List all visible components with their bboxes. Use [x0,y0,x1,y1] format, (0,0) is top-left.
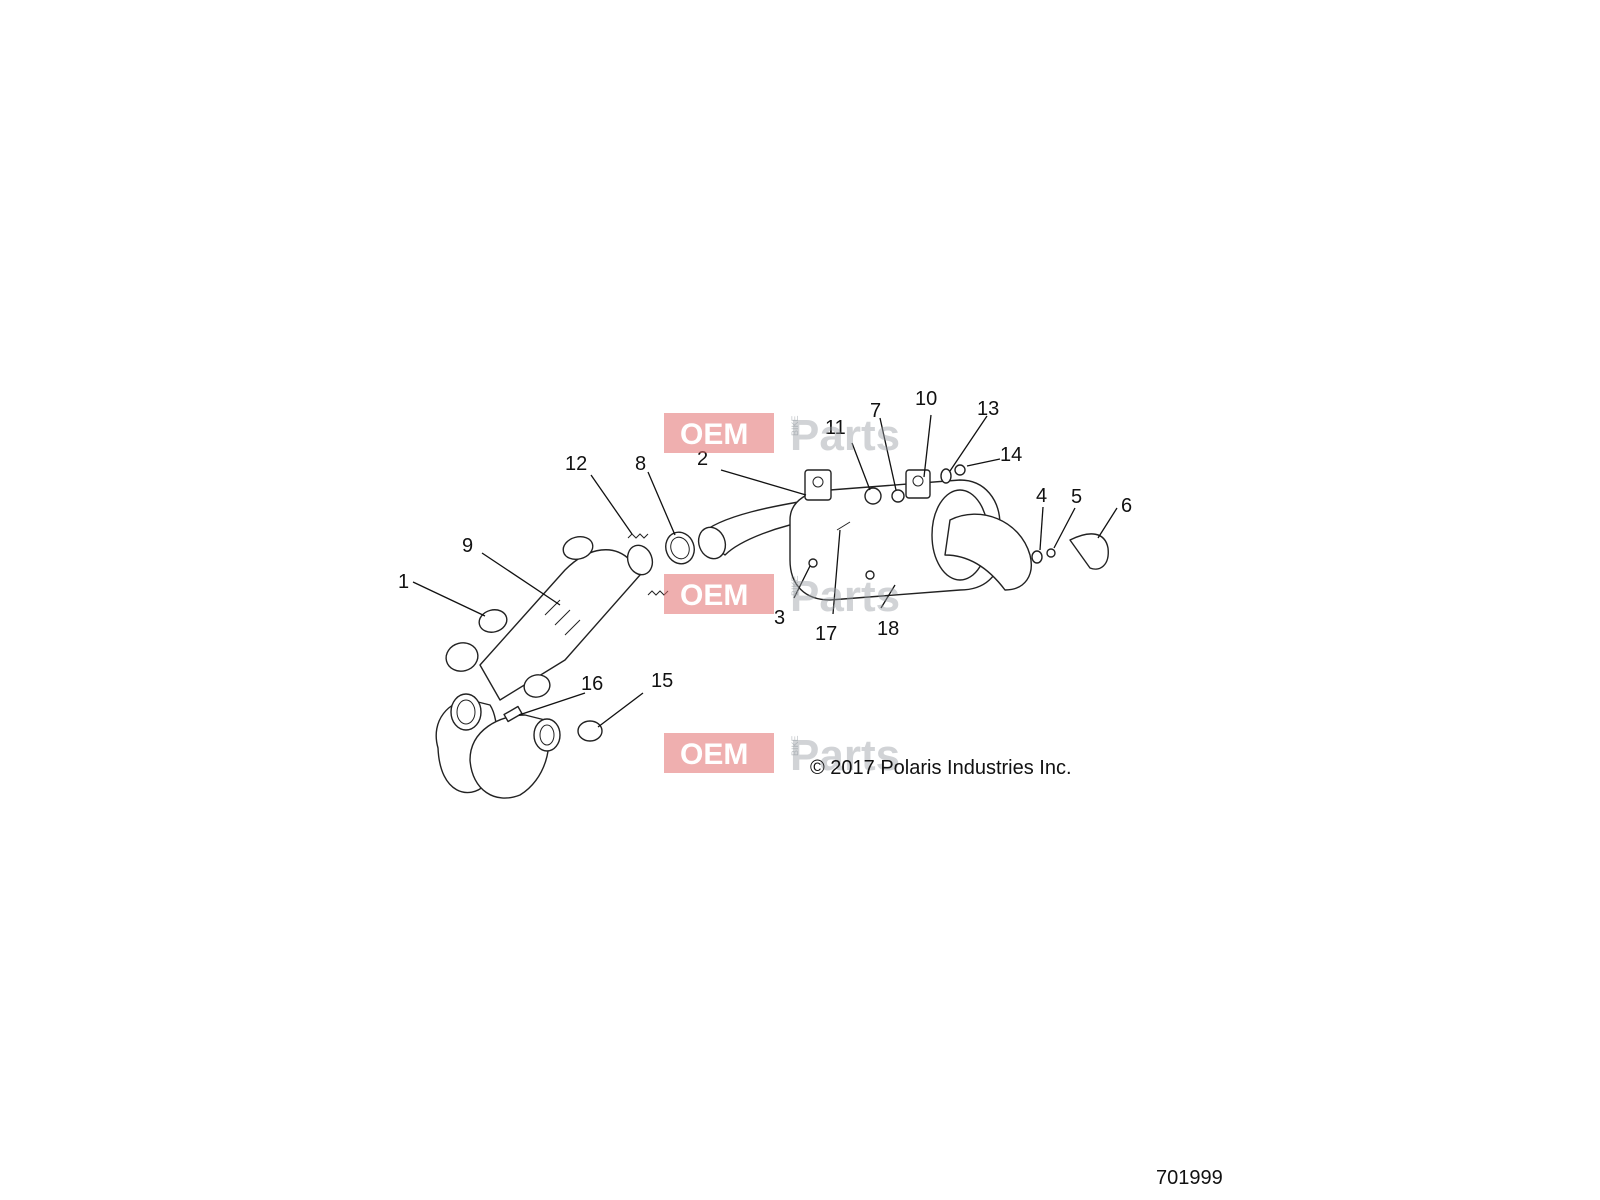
watermark-oem-text: OEM [680,418,748,451]
clamp-ring-top [562,535,594,561]
callout-12: 12 [565,453,587,475]
gasket-15 [577,720,603,742]
copyright-notice: © 2017 Polaris Industries Inc. [810,757,1072,779]
callout-7: 7 [870,400,881,422]
callout-13: 13 [977,398,999,420]
callout-18: 18 [877,618,899,640]
exhaust-parts [435,464,1109,799]
watermark-oem-text: OEM [680,738,748,771]
spark-arrestor-6 [1069,533,1109,570]
watermark-bike-text: BIKE [790,575,800,596]
gasket-8-inner [670,536,690,560]
watermark-bike-text: BIKE [790,415,800,436]
callout-labels: 1 2 3 4 5 6 7 8 9 10 11 12 13 14 15 16 1… [398,388,1132,695]
nut-14 [954,464,966,476]
bracket-10 [905,469,931,499]
clamp-ring-mid [523,674,551,698]
watermark-top: OEM BIKE Parts [664,411,900,460]
gasket-8 [665,531,695,565]
callout-6: 6 [1121,495,1132,517]
muffler-inlet-pipe [697,499,816,560]
watermark-parts-text: Parts [790,411,900,460]
callout-5: 5 [1071,486,1082,508]
washer-5 [1046,548,1056,558]
bushing-7 [891,489,905,503]
grommet-11 [864,487,882,505]
callout-10: 10 [915,388,937,410]
callout-17: 17 [815,623,837,645]
watermark-oem-text: OEM [680,579,748,612]
mid-pipe-heat-shield [479,544,654,701]
muffler-body [789,479,1032,601]
watermark-bike-text: BIKE [790,735,800,756]
header-pipe [435,693,561,799]
bracket-2 [804,469,832,501]
callout-9: 9 [462,535,473,557]
plug-4 [1031,550,1043,564]
callout-11: 11 [825,417,846,439]
callout-2: 2 [697,448,708,470]
callout-1: 1 [398,571,409,593]
leader-lines [412,414,1118,728]
callout-4: 4 [1036,485,1047,507]
watermark-middle: OEM BIKE Parts [664,572,900,621]
callout-15: 15 [651,670,673,692]
callout-14: 14 [1000,444,1022,466]
watermark-parts-text: Parts [790,572,900,621]
callout-3: 3 [774,607,785,629]
callout-8: 8 [635,453,646,475]
watermark-bottom: OEM BIKE Parts [664,731,900,780]
drawing-number: 701999 [1156,1167,1223,1189]
washer-13 [940,468,952,484]
callout-16: 16 [581,673,603,695]
clamp-ring-1b [445,642,479,672]
clamp-ring-1 [478,609,508,633]
bolt-17 [836,521,851,531]
watermark-parts-text: Parts [790,731,900,780]
